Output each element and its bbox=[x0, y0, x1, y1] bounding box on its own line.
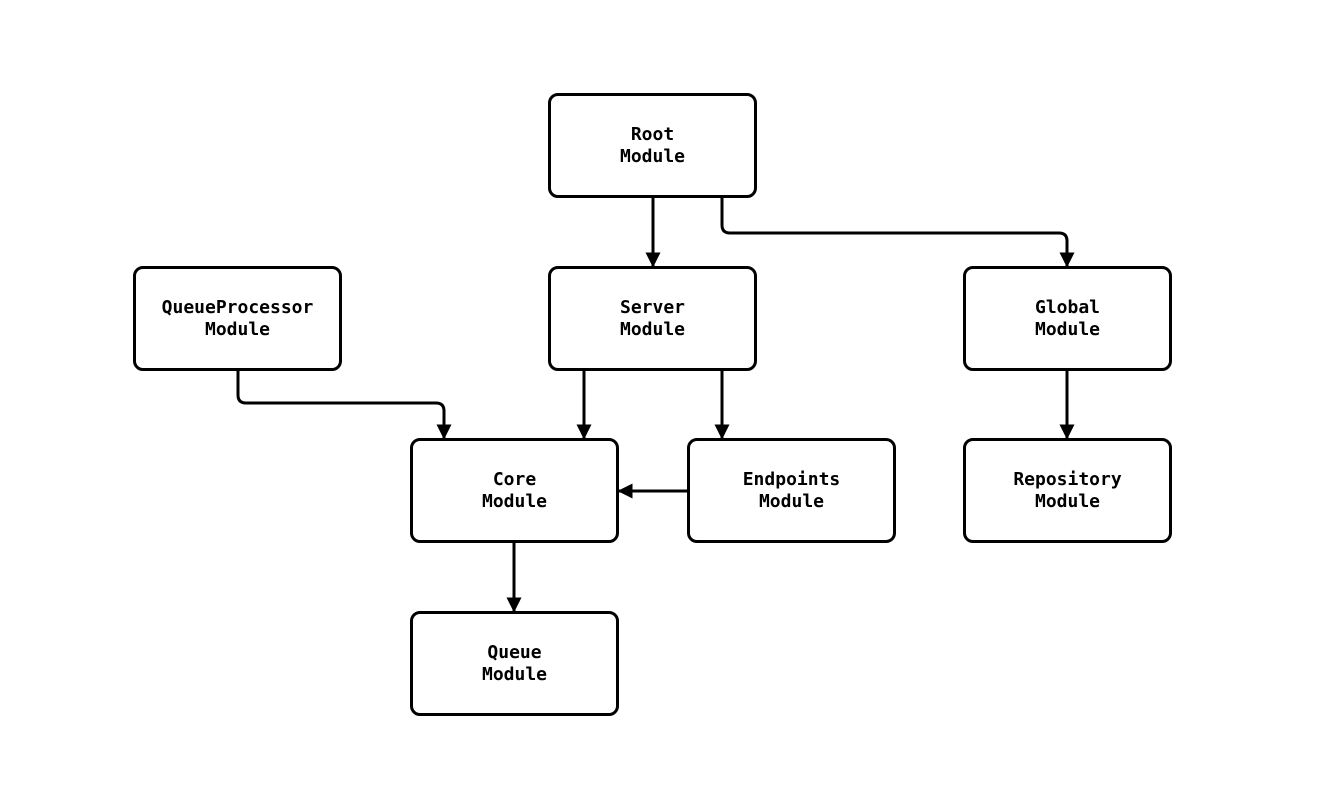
node-label: Root Module bbox=[619, 123, 686, 167]
node-queue-module: Queue Module bbox=[410, 611, 619, 716]
node-server-module: Server Module bbox=[548, 266, 757, 371]
node-root-module: Root Module bbox=[548, 93, 757, 198]
node-repository-module: Repository Module bbox=[963, 438, 1172, 543]
node-endpoints-module: Endpoints Module bbox=[687, 438, 896, 543]
node-label: QueueProcessor Module bbox=[161, 296, 314, 340]
node-label: Core Module bbox=[481, 468, 548, 512]
node-label: Repository Module bbox=[1013, 468, 1122, 512]
node-label: Queue Module bbox=[481, 641, 548, 685]
edge-root-to-global bbox=[720, 198, 1075, 268]
node-core-module: Core Module bbox=[410, 438, 619, 543]
node-queueprocessor-module: QueueProcessor Module bbox=[133, 266, 342, 371]
edge-queueprocessor-to-core bbox=[236, 371, 452, 440]
node-label: Endpoints Module bbox=[742, 468, 841, 512]
node-label: Server Module bbox=[619, 296, 686, 340]
node-global-module: Global Module bbox=[963, 266, 1172, 371]
node-label: Global Module bbox=[1034, 296, 1101, 340]
